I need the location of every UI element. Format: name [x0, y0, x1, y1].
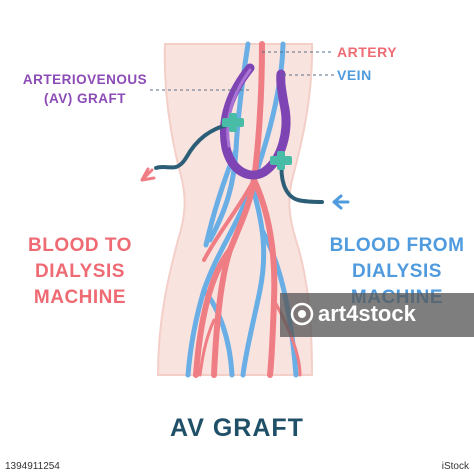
brand-name: iStock	[441, 461, 469, 472]
tube-to-machine	[154, 122, 234, 170]
blood-to-machine-label: BLOOD TO DIALYSIS MACHINE	[28, 235, 132, 308]
av-graft-highlight	[226, 68, 252, 148]
arrow-from-machine-icon	[332, 194, 350, 210]
needle-clamp-left	[222, 113, 244, 132]
artery-label: ARTERY	[337, 44, 398, 60]
needle-clamp-right	[270, 151, 292, 170]
arteries-thin	[198, 298, 302, 377]
footer-bar: 1394911254 iStock	[0, 458, 474, 474]
arrow-to-machine-icon	[140, 167, 156, 182]
watermark-text: art4stock	[318, 301, 416, 326]
graft-label: ARTERIOVENOUS (AV) GRAFT	[22, 72, 148, 106]
diagram-title: AV GRAFT	[170, 414, 304, 442]
arteries	[193, 41, 278, 378]
leader-lines	[150, 51, 334, 91]
image-id: 1394911254	[5, 461, 60, 472]
watermark-logo-icon	[290, 302, 314, 326]
tube-from-machine	[279, 158, 324, 204]
av-graft-loop	[219, 63, 291, 180]
vein-label: VEIN	[337, 67, 372, 83]
